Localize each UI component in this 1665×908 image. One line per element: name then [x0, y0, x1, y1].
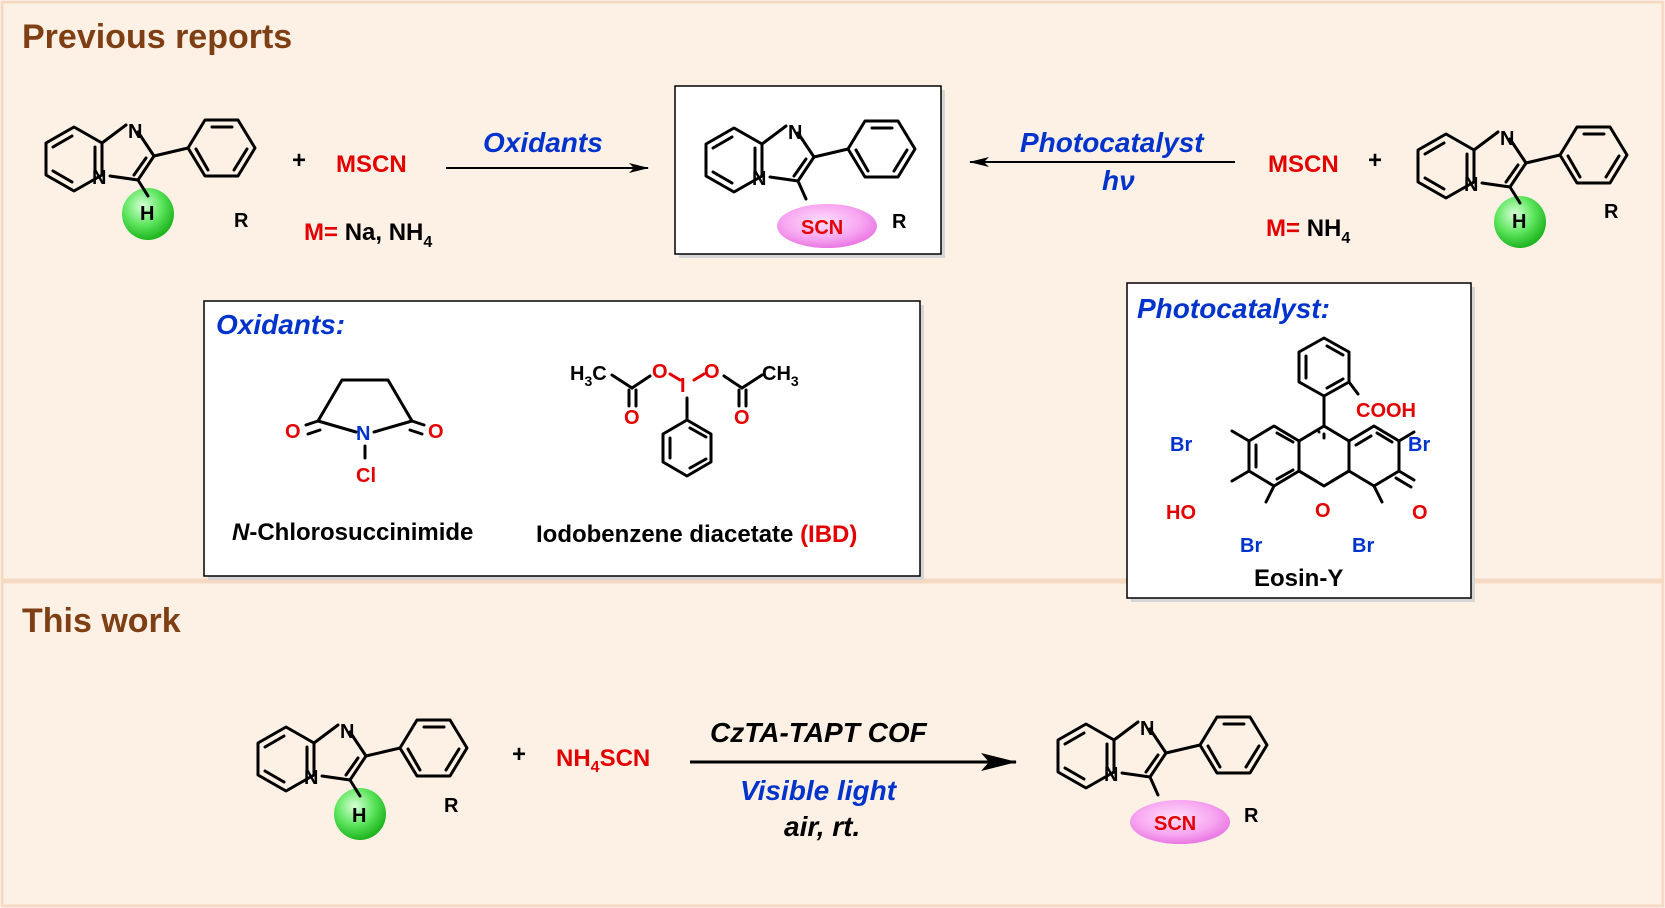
- atom-i: I: [680, 375, 686, 397]
- reagent-mscn: MSCN: [336, 151, 407, 178]
- methyl-group: H3C: [570, 363, 607, 389]
- atom-o: O: [1315, 500, 1331, 522]
- structure-ncs: N O O Cl: [285, 378, 444, 487]
- atom-r: R: [234, 210, 249, 232]
- plus-sign: +: [292, 147, 306, 174]
- this-work-panel: [0, 580, 1665, 908]
- atom-br: Br: [1408, 434, 1430, 456]
- atom-n: N: [1500, 128, 1514, 150]
- atom-br: Br: [1352, 535, 1374, 557]
- atom-o: O: [1412, 502, 1428, 524]
- atom-n: N: [340, 721, 354, 743]
- atom-h: H: [140, 203, 154, 225]
- c-h-highlight: [1494, 196, 1546, 248]
- product-thiocyanate: N N SCN R: [704, 119, 917, 248]
- group-scn: SCN: [801, 217, 843, 239]
- substrate-this-work: N N H R: [256, 718, 469, 840]
- group-cooh: COOH: [1356, 400, 1416, 422]
- atom-n: N: [1140, 718, 1154, 740]
- ibd-name: Iodobenzene diacetate (IBD): [536, 521, 857, 548]
- atom-r: R: [1244, 805, 1259, 827]
- atom-r: R: [444, 795, 459, 817]
- atom-r: R: [1604, 201, 1619, 223]
- reagent-mscn: MSCN: [1268, 151, 1339, 178]
- atom-n: N: [304, 767, 318, 789]
- previous-reports-title: Previous reports: [22, 18, 292, 56]
- structure-ibd: H3C O O I O O CH3: [570, 361, 799, 478]
- substrate-right: N N H R: [1416, 125, 1629, 248]
- structure-eosin-y: COOH O Br Br HO O Br Br: [1166, 336, 1430, 557]
- arrow-label-oxidants: Oxidants: [483, 127, 603, 158]
- plus-sign: +: [1368, 147, 1382, 174]
- atom-h: H: [352, 805, 366, 827]
- atom-o: O: [285, 421, 301, 443]
- atom-br: Br: [1240, 535, 1262, 557]
- photocatalyst-title: Photocatalyst:: [1137, 293, 1330, 324]
- reagent-nh4scn: NH4SCN: [556, 745, 650, 776]
- atom-n: N: [356, 423, 370, 445]
- atom-o: O: [624, 407, 640, 429]
- group-scn: SCN: [1154, 813, 1196, 835]
- methyl-group: CH3: [762, 363, 799, 389]
- condition-visible-light: Visible light: [740, 775, 898, 806]
- atom-n: N: [1464, 174, 1478, 196]
- atom-o: O: [652, 361, 668, 383]
- atom-br: Br: [1170, 434, 1192, 456]
- group-ho: HO: [1166, 502, 1196, 524]
- catalyst-label: CzTA-TAPT COF: [710, 717, 928, 748]
- atom-n: N: [788, 122, 802, 144]
- atom-h: H: [1512, 211, 1526, 233]
- atom-r: R: [892, 211, 907, 233]
- metal-definition: M= Na, NH4: [304, 219, 432, 251]
- oxidants-box: [203, 300, 921, 577]
- condition-air-rt: air, rt.: [784, 811, 860, 842]
- atom-o: O: [428, 421, 444, 443]
- atom-o: O: [734, 407, 750, 429]
- oxidants-title: Oxidants:: [216, 309, 345, 340]
- atom-cl: Cl: [356, 465, 376, 487]
- atom-n: N: [92, 167, 106, 189]
- atom-o: O: [704, 361, 720, 383]
- scn-highlight: [1130, 800, 1230, 844]
- c-h-highlight: [122, 188, 174, 240]
- product-this-work: N N SCN R: [1056, 715, 1269, 844]
- ncs-name: N-Chlorosuccinimide: [232, 519, 473, 546]
- atom-n: N: [752, 168, 766, 190]
- plus-sign: +: [512, 741, 526, 768]
- photocatalyst-name: Eosin-Y: [1254, 565, 1343, 592]
- atom-n: N: [128, 121, 142, 143]
- arrow-label-hv: hν: [1102, 165, 1135, 196]
- atom-n: N: [1104, 764, 1118, 786]
- scn-highlight: [777, 204, 877, 248]
- arrow-label-photocatalyst: Photocatalyst: [1020, 127, 1205, 158]
- metal-definition: M= NH4: [1266, 215, 1350, 247]
- substrate-left: N N H R: [44, 118, 257, 240]
- c-h-highlight: [334, 788, 386, 840]
- this-work-title: This work: [22, 602, 181, 640]
